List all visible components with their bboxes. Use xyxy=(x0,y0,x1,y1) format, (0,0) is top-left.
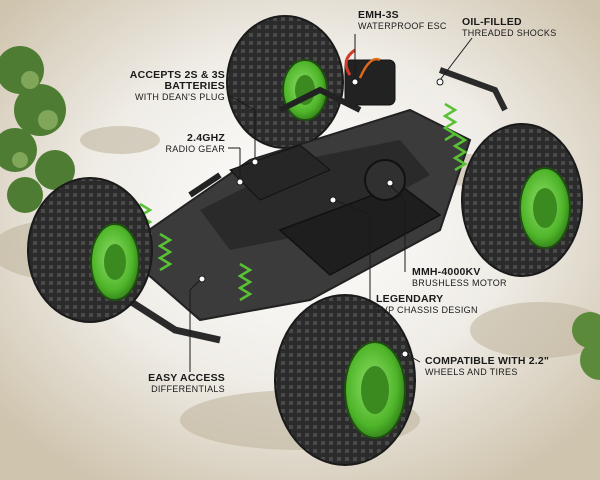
callout-motor: MMH-4000KV BRUSHLESS MOTOR xyxy=(412,266,507,289)
shocks xyxy=(137,102,468,302)
callout-wheels-title: COMPATIBLE WITH 2.2" xyxy=(425,355,550,367)
callout-leaders xyxy=(189,34,473,372)
callout-chassis-subtitle: TVP CHASSIS DESIGN xyxy=(376,305,478,316)
callout-diffs-subtitle: DIFFERENTIALS xyxy=(151,384,225,395)
tire-rear-right xyxy=(461,123,583,277)
callout-wheels-subtitle: WHEELS AND TIRES xyxy=(425,367,518,378)
battery-pack xyxy=(278,184,442,276)
callout-diffs-title: EASY ACCESS xyxy=(148,372,225,384)
callout-esc: EMH-3S WATERPROOF ESC xyxy=(358,9,447,32)
bush-right xyxy=(572,312,600,380)
tire-front-left xyxy=(27,177,153,323)
callout-radio-subtitle: RADIO GEAR xyxy=(165,144,225,155)
callout-batteries-title: ACCEPTS 2S & 3S xyxy=(129,69,225,81)
callout-shocks: OIL-FILLED THREADED SHOCKS xyxy=(462,16,557,39)
tire-front-right xyxy=(274,294,416,466)
esc-unit xyxy=(344,59,396,106)
callout-batteries-title2: BATTERIES xyxy=(164,80,225,93)
callout-shocks-title: OIL-FILLED xyxy=(462,16,522,28)
callout-motor-title: MMH-4000KV xyxy=(412,266,481,278)
callout-batteries: ACCEPTS 2S & 3S BATTERIES WITH DEAN'S PL… xyxy=(115,69,225,103)
receiver-box xyxy=(229,144,331,201)
callout-wheels: COMPATIBLE WITH 2.2" WHEELS AND TIRES xyxy=(425,355,550,378)
callout-shocks-subtitle: THREADED SHOCKS xyxy=(462,28,557,39)
callout-chassis-title: LEGENDARY xyxy=(376,293,444,305)
callout-esc-subtitle: WATERPROOF ESC xyxy=(358,21,447,32)
callout-chassis: LEGENDARY TVP CHASSIS DESIGN xyxy=(376,293,478,316)
callout-diffs: EASY ACCESS DIFFERENTIALS xyxy=(130,372,225,395)
tire-rear-left xyxy=(226,15,344,149)
bush-left-highlights xyxy=(12,71,58,168)
callout-radio-title: 2.4GHZ xyxy=(187,132,225,144)
callout-radio: 2.4GHZ RADIO GEAR xyxy=(150,132,225,155)
callout-motor-subtitle: BRUSHLESS MOTOR xyxy=(412,278,507,289)
chassis xyxy=(103,48,508,344)
callout-esc-title: EMH-3S xyxy=(358,9,399,21)
callout-batteries-subtitle: WITH DEAN'S PLUG xyxy=(134,92,225,103)
